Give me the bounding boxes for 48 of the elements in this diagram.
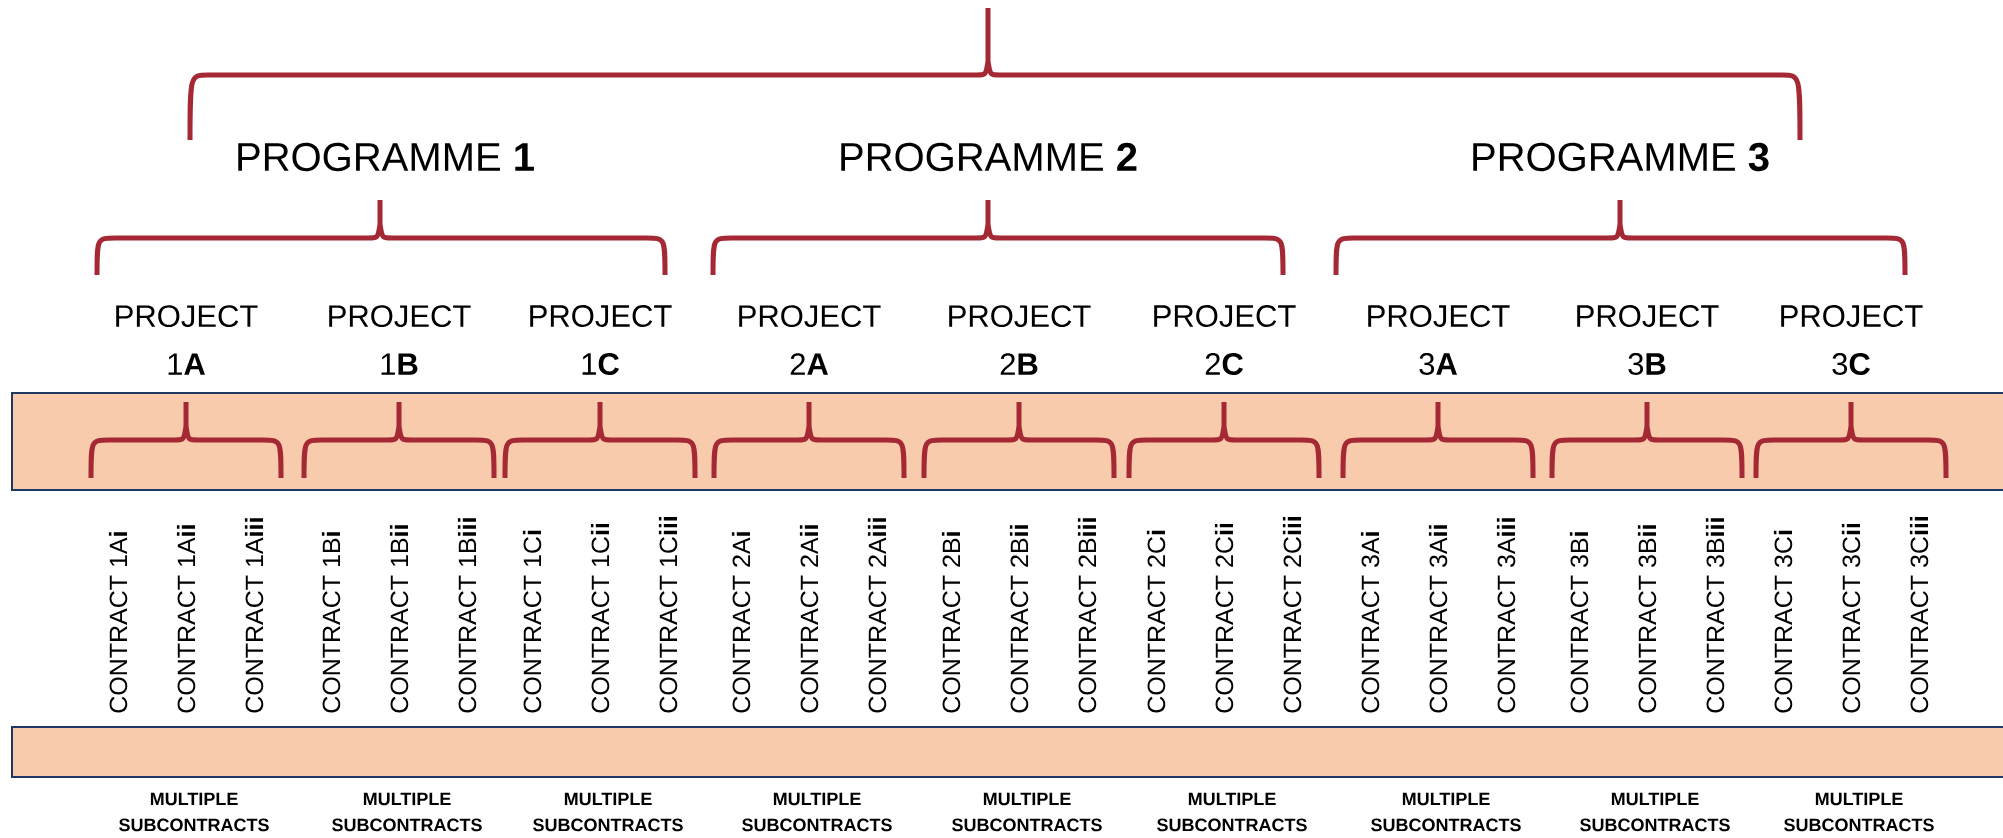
contract-label: CONTRACT 3Ciii [1909, 516, 1929, 713]
project-label: PROJECT 1A [116, 305, 258, 375]
contract-label: CONTRACT 1Ciii [658, 516, 678, 713]
contract-label: CONTRACT 3Cii [1841, 523, 1861, 713]
contract-label: CONTRACT 1Aii [176, 525, 196, 713]
project-label: PROJECT 1C [530, 305, 672, 375]
contract-label: CONTRACT 1Biii [457, 518, 477, 713]
project-label: PROJECT 2A [739, 305, 881, 375]
contract-label: CONTRACT 2Bi [941, 532, 961, 713]
contract-label: CONTRACT 2Bii [1009, 525, 1029, 713]
subcontract-label: MULTIPLE SUBCONTRACTS [332, 792, 482, 832]
contract-label: CONTRACT 1Aiii [244, 518, 264, 713]
subcontract-label: MULTIPLE SUBCONTRACTS [742, 792, 892, 832]
contract-label: CONTRACT 3Ci [1773, 530, 1793, 713]
contract-label: CONTRACT 1Bi [321, 532, 341, 713]
contract-label: CONTRACT 2Aii [799, 525, 819, 713]
contract-label: CONTRACT 2Ci [1146, 530, 1166, 713]
contract-label: CONTRACT 1Ci [522, 530, 542, 713]
contract-label: CONTRACT 2Ciii [1282, 516, 1302, 713]
project-label: PROJECT 2B [949, 305, 1091, 375]
contract-label: CONTRACT 3Aiii [1496, 518, 1516, 713]
programme-label: PROGRAMME 2 [841, 142, 1137, 172]
programme-label: PROGRAMME 1 [238, 142, 534, 172]
subcontract-label: MULTIPLE SUBCONTRACTS [952, 792, 1102, 832]
contract-label: CONTRACT 3Aii [1428, 525, 1448, 713]
project-label: PROJECT 3B [1577, 305, 1719, 375]
contract-label: CONTRACT 2Biii [1077, 518, 1097, 713]
contract-label: CONTRACT 2Aiii [867, 518, 887, 713]
subcontract-label: MULTIPLE SUBCONTRACTS [1157, 792, 1307, 832]
contract-label: CONTRACT 3Biii [1705, 518, 1725, 713]
subcontract-label: MULTIPLE SUBCONTRACTS [119, 792, 269, 832]
subcontract-label: MULTIPLE SUBCONTRACTS [1580, 792, 1730, 832]
project-label: PROJECT 3A [1368, 305, 1510, 375]
subcontract-label: MULTIPLE SUBCONTRACTS [1371, 792, 1521, 832]
contract-label: CONTRACT 1Bii [389, 525, 409, 713]
programme-label: PROGRAMME 3 [1473, 142, 1769, 172]
contract-label: CONTRACT 2Ai [731, 532, 751, 713]
contract-label: CONTRACT 1Ai [108, 532, 128, 713]
subcontract-label: MULTIPLE SUBCONTRACTS [1784, 792, 1934, 832]
project-label: PROJECT 2C [1154, 305, 1296, 375]
project-label: PROJECT 1B [329, 305, 471, 375]
contract-label: CONTRACT 3Bii [1637, 525, 1657, 713]
contract-label: CONTRACT 2Cii [1214, 523, 1234, 713]
contract-label: CONTRACT 1Cii [590, 523, 610, 713]
project-label: PROJECT 3C [1781, 305, 1923, 375]
subcontract-label: MULTIPLE SUBCONTRACTS [533, 792, 683, 832]
contract-label: CONTRACT 3Ai [1360, 532, 1380, 713]
contract-label: CONTRACT 3Bi [1569, 532, 1589, 713]
